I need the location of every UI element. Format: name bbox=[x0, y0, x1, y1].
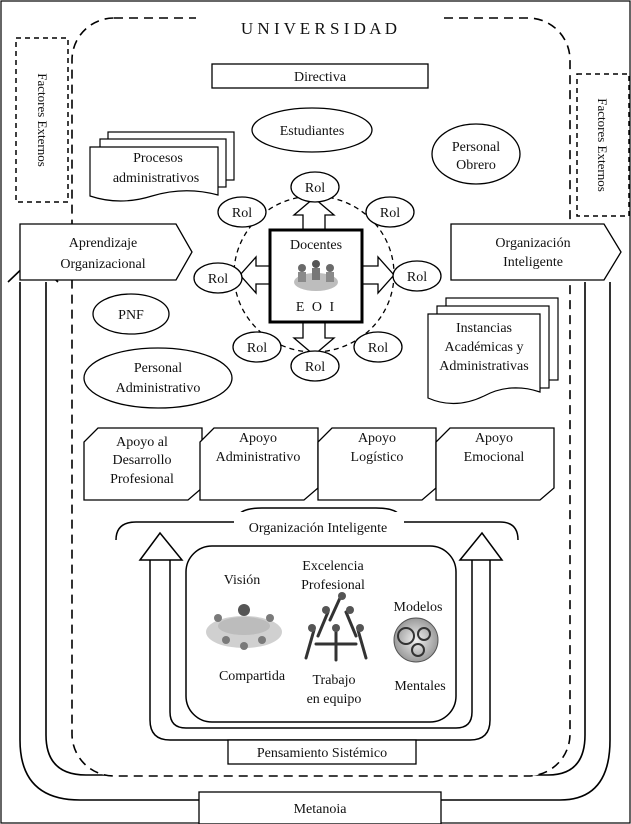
cycle-inner-loop bbox=[169, 560, 473, 729]
apoyo-administrativo-box bbox=[199, 427, 319, 501]
apoyo-desarrollo-line2: Desarrollo bbox=[112, 453, 171, 468]
teamwork-pyramid-icon bbox=[304, 596, 368, 662]
personal-administrativo-line1: Personal bbox=[134, 361, 182, 376]
teamwork-heads bbox=[308, 592, 364, 632]
docentes-group-icon bbox=[294, 260, 338, 291]
apoyo-administrativo-line1: Apoyo bbox=[239, 431, 277, 446]
factores-externos-left-label: Factores Externos bbox=[35, 73, 50, 167]
trabajo-line1: Trabajo bbox=[312, 673, 355, 688]
cycle-title-bg bbox=[234, 512, 404, 542]
personal-administrativo-line2: Administrativo bbox=[116, 381, 201, 396]
mental-models-globe-icon bbox=[393, 617, 439, 663]
apoyo-logistico-box bbox=[317, 427, 437, 501]
factores-externos-right-label: Factores Externos bbox=[595, 98, 610, 192]
trabajo-line2: en equipo bbox=[307, 692, 362, 707]
cycle-arrowhead-left bbox=[138, 531, 184, 561]
pensamiento-sistemico-label: Pensamiento Sistémico bbox=[257, 746, 387, 761]
procesos-administrativos-shape bbox=[89, 131, 235, 202]
cycle-inner-panel bbox=[185, 545, 457, 723]
personal-obrero-ellipse bbox=[431, 123, 521, 185]
instancias-line1: Instancias bbox=[456, 321, 512, 336]
factores-externos-left-box bbox=[15, 37, 69, 203]
vision-people-icon bbox=[206, 604, 282, 650]
organizacion-inteligente-line1: Organización bbox=[495, 236, 570, 251]
universidad-title-bg bbox=[196, 14, 442, 38]
estudiantes-ellipse bbox=[251, 107, 373, 153]
rol-label: Rol bbox=[305, 181, 325, 196]
universidad-title: U N I V E R S I D A D bbox=[241, 19, 397, 38]
rol-label: Rol bbox=[407, 270, 427, 285]
aprendizaje-line1: Aprendizaje bbox=[69, 236, 137, 251]
apoyo-emocional-line1: Apoyo bbox=[475, 431, 513, 446]
rol-ellipse bbox=[193, 262, 243, 294]
procesos-label-line1: Procesos bbox=[133, 151, 183, 166]
directiva-label: Directiva bbox=[294, 70, 347, 85]
instancias-line2: Académicas y bbox=[445, 340, 524, 355]
instancias-shape bbox=[427, 297, 559, 405]
rol-ellipse bbox=[290, 350, 340, 382]
rol-ellipse bbox=[392, 260, 442, 292]
estudiantes-label: Estudiantes bbox=[280, 124, 345, 139]
rol-ellipse bbox=[365, 196, 415, 228]
rol-ellipse bbox=[232, 331, 282, 363]
apoyo-boxes bbox=[83, 427, 555, 501]
metanoia-arrow-inner bbox=[45, 282, 586, 776]
rol-ellipses bbox=[193, 171, 442, 382]
personal-administrativo-ellipse bbox=[83, 347, 233, 409]
apoyo-emocional-line2: Emocional bbox=[464, 450, 525, 465]
docentes-label: Docentes bbox=[290, 238, 342, 253]
pnf-ellipse bbox=[92, 293, 170, 335]
rol-label: Rol bbox=[368, 341, 388, 356]
rol-ellipse bbox=[290, 171, 340, 203]
cycle-arrowhead-right bbox=[458, 531, 504, 561]
procesos-label-line2: administrativos bbox=[113, 171, 199, 186]
aprendizaje-line2: Organizacional bbox=[60, 257, 145, 272]
apoyo-administrativo-line2: Administrativo bbox=[216, 450, 301, 465]
apoyo-logistico-line2: Logístico bbox=[351, 450, 404, 465]
eoi-label: E O I bbox=[296, 300, 336, 315]
rol-label: Rol bbox=[380, 206, 400, 221]
apoyo-desarrollo-line1: Apoyo al bbox=[116, 435, 168, 450]
apoyo-logistico-line1: Apoyo bbox=[358, 431, 396, 446]
apoyo-desarrollo-line3: Profesional bbox=[110, 472, 174, 487]
aprendizaje-organizacional-arrow bbox=[19, 223, 193, 281]
modelos-line1: Modelos bbox=[394, 600, 443, 615]
rol-ellipse bbox=[217, 196, 267, 228]
cycle-top-arc bbox=[115, 507, 519, 541]
vision-line2: Compartida bbox=[219, 669, 286, 684]
metanoia-label: Metanoia bbox=[294, 802, 348, 817]
apoyo-emocional-box bbox=[435, 427, 555, 501]
eoi-radial-arrows bbox=[239, 197, 395, 356]
rol-label: Rol bbox=[208, 272, 228, 287]
personal-obrero-line1: Personal bbox=[452, 140, 500, 155]
pnf-label: PNF bbox=[118, 308, 144, 323]
excelencia-line1: Excelencia bbox=[302, 559, 364, 574]
metanoia-arrow-outer bbox=[19, 282, 611, 801]
apoyo-desarrollo-box bbox=[83, 427, 203, 501]
instancias-line3: Administrativas bbox=[439, 359, 528, 374]
excelencia-line2: Profesional bbox=[301, 578, 365, 593]
directiva-box bbox=[211, 63, 429, 89]
factores-externos-right-box bbox=[576, 73, 630, 217]
rol-label: Rol bbox=[247, 341, 267, 356]
personal-obrero-line2: Obrero bbox=[456, 158, 496, 173]
vision-line1: Visión bbox=[224, 573, 261, 588]
modelos-line2: Mentales bbox=[394, 679, 445, 694]
organizacion-inteligente-line2: Inteligente bbox=[503, 255, 563, 270]
metanoia-box bbox=[198, 791, 442, 824]
rol-label: Rol bbox=[232, 206, 252, 221]
pensamiento-sistemico-box bbox=[227, 739, 417, 765]
organizacion-inteligente-arrow bbox=[450, 223, 622, 281]
rol-label: Rol bbox=[305, 360, 325, 375]
rol-ellipse bbox=[353, 331, 403, 363]
cycle-title: Organización Inteligente bbox=[249, 521, 388, 536]
